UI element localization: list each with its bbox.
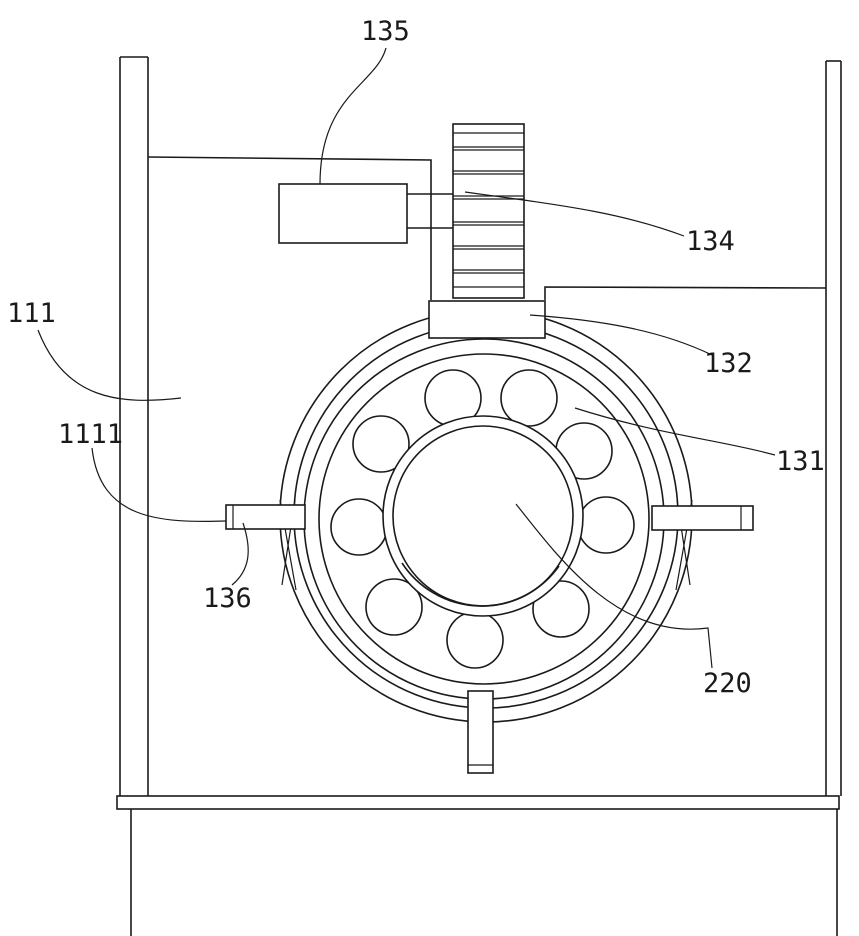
leader-lines [37, 47, 776, 669]
frame-left-post [119, 56, 149, 796]
roller [365, 578, 423, 636]
label-136: 136 [203, 583, 252, 614]
base-plate [116, 795, 840, 936]
roller [446, 611, 504, 669]
central-pipe [382, 415, 584, 617]
left-clamp [225, 504, 306, 530]
roller-group [330, 369, 635, 669]
motor [278, 183, 453, 244]
roller [577, 496, 635, 554]
bottom-clamp [467, 690, 494, 774]
label-134: 134 [686, 226, 735, 257]
label-135: 135 [361, 16, 410, 47]
roller [532, 580, 590, 638]
frame-right-post [825, 60, 842, 796]
roller [500, 369, 558, 427]
label-132: 132 [704, 348, 753, 379]
roller [330, 498, 388, 556]
label-220: 220 [703, 668, 752, 699]
reference-labels: 135 134 111 132 1111 131 136 220 [7, 16, 825, 699]
label-131: 131 [776, 446, 825, 477]
roller [352, 415, 410, 473]
right-clamp [651, 505, 754, 531]
label-111: 111 [7, 298, 56, 329]
support-block [428, 300, 546, 339]
gear [452, 123, 525, 299]
side-panel-outline [147, 156, 827, 300]
label-1111: 1111 [58, 419, 123, 450]
